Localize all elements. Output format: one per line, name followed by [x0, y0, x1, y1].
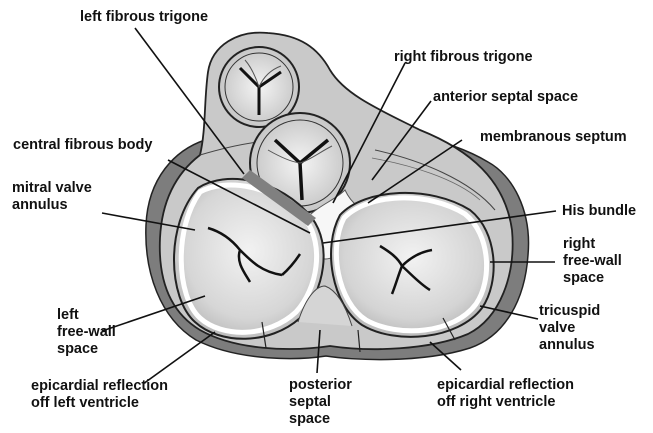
label-right-free-wall-space: right free-wall space: [563, 236, 622, 287]
label-epicardial-reflection-left: epicardial reflection off left ventricle: [31, 378, 168, 412]
label-left-free-wall-space: left free-wall space: [57, 307, 116, 358]
label-central-fibrous-body: central fibrous body: [13, 137, 152, 154]
label-right-fibrous-trigone: right fibrous trigone: [394, 49, 533, 66]
tricuspid-valve: [331, 193, 494, 337]
label-left-fibrous-trigone: left fibrous trigone: [80, 9, 208, 26]
label-membranous-septum: membranous septum: [480, 129, 627, 146]
label-mitral-valve-annulus: mitral valve annulus: [12, 180, 92, 214]
label-posterior-septal-space: posterior septal space: [289, 377, 352, 428]
label-epicardial-reflection-right: epicardial reflection off right ventricl…: [437, 377, 574, 411]
label-his-bundle: His bundle: [562, 203, 636, 220]
label-tricuspid-valve-annulus: tricuspid valve annulus: [539, 303, 600, 354]
label-anterior-septal-space: anterior septal space: [433, 89, 578, 106]
